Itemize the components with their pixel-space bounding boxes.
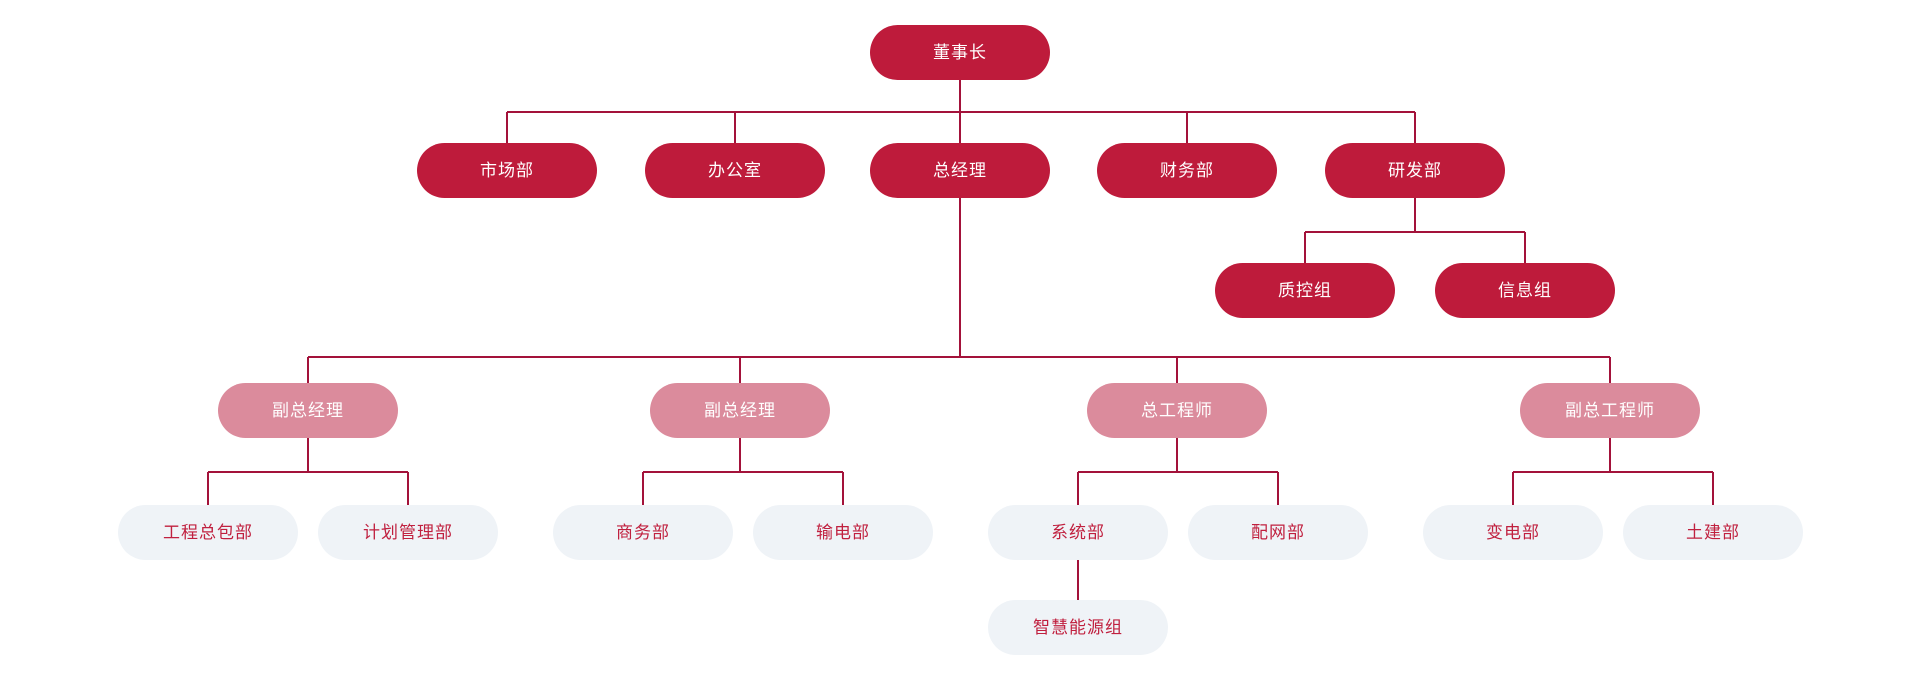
node-label: 办公室 xyxy=(708,161,762,180)
node-rd-dept[interactable]: 研发部 xyxy=(1325,143,1505,198)
node-label: 输电部 xyxy=(816,523,870,542)
node-label: 董事长 xyxy=(933,43,987,62)
node-label: 质控组 xyxy=(1278,281,1332,300)
node-chairman[interactable]: 董事长 xyxy=(870,25,1050,80)
node-label: 市场部 xyxy=(480,161,534,180)
node-substation-dept[interactable]: 变电部 xyxy=(1423,505,1603,560)
node-system-dept[interactable]: 系统部 xyxy=(988,505,1168,560)
node-general-manager[interactable]: 总经理 xyxy=(870,143,1050,198)
node-transmission-dept[interactable]: 输电部 xyxy=(753,505,933,560)
node-business-dept[interactable]: 商务部 xyxy=(553,505,733,560)
node-deputy-chief-engineer[interactable]: 副总工程师 xyxy=(1520,383,1700,438)
node-label: 副总工程师 xyxy=(1565,401,1655,420)
node-epc-dept[interactable]: 工程总包部 xyxy=(118,505,298,560)
node-info-group[interactable]: 信息组 xyxy=(1435,263,1615,318)
node-office[interactable]: 办公室 xyxy=(645,143,825,198)
node-label: 商务部 xyxy=(616,523,670,542)
node-deputy-general-manager-2[interactable]: 副总经理 xyxy=(650,383,830,438)
node-label: 副总经理 xyxy=(272,401,344,420)
node-smart-energy-group[interactable]: 智慧能源组 xyxy=(988,600,1168,655)
node-marketing-dept[interactable]: 市场部 xyxy=(417,143,597,198)
node-label: 研发部 xyxy=(1388,161,1442,180)
node-civil-dept[interactable]: 土建部 xyxy=(1623,505,1803,560)
node-label: 配网部 xyxy=(1251,523,1305,542)
node-label: 财务部 xyxy=(1160,161,1214,180)
node-label: 信息组 xyxy=(1498,281,1552,300)
node-label: 智慧能源组 xyxy=(1033,618,1123,637)
node-label: 系统部 xyxy=(1051,523,1105,542)
node-label: 工程总包部 xyxy=(163,523,253,542)
node-label: 总经理 xyxy=(933,161,987,180)
node-chief-engineer[interactable]: 总工程师 xyxy=(1087,383,1267,438)
node-distribution-dept[interactable]: 配网部 xyxy=(1188,505,1368,560)
node-label: 总工程师 xyxy=(1141,401,1213,420)
node-planning-dept[interactable]: 计划管理部 xyxy=(318,505,498,560)
node-finance-dept[interactable]: 财务部 xyxy=(1097,143,1277,198)
node-label: 土建部 xyxy=(1686,523,1740,542)
node-qc-group[interactable]: 质控组 xyxy=(1215,263,1395,318)
node-label: 计划管理部 xyxy=(363,523,453,542)
node-label: 变电部 xyxy=(1486,523,1540,542)
node-label: 副总经理 xyxy=(704,401,776,420)
node-deputy-general-manager-1[interactable]: 副总经理 xyxy=(218,383,398,438)
